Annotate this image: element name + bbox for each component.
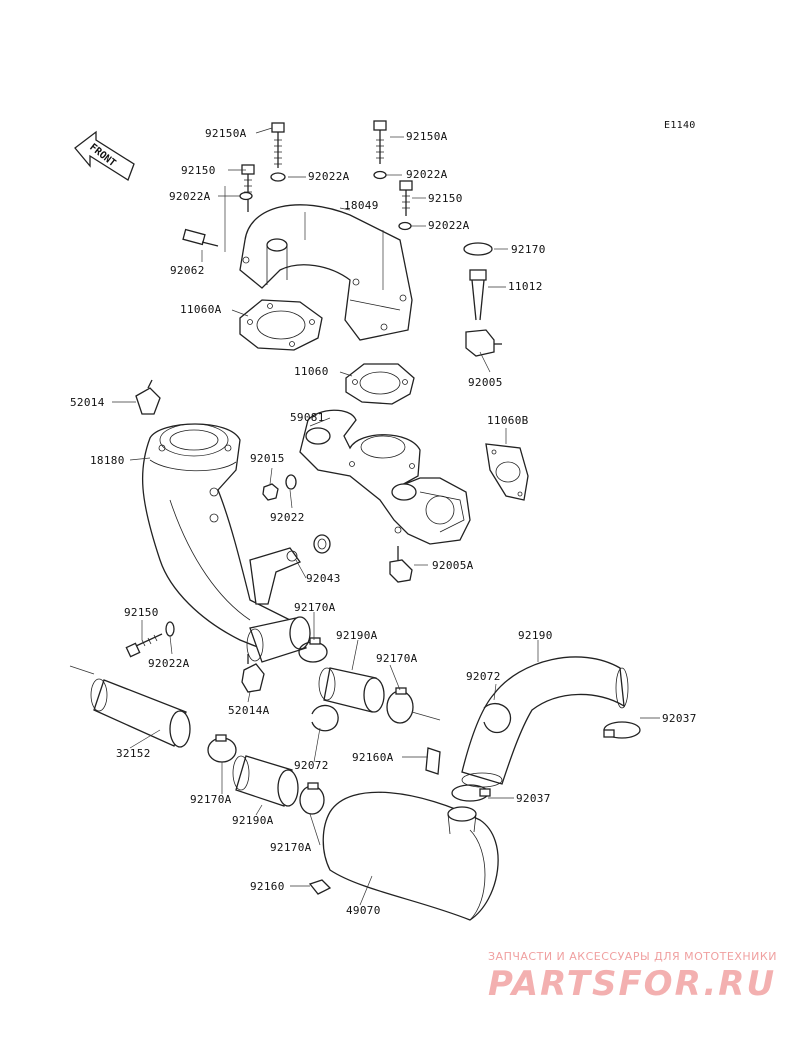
part-label-92150-right: 92150 xyxy=(428,192,463,205)
part-label-92022A-low: 92022A xyxy=(148,657,190,670)
washer-92022A-low xyxy=(165,621,175,637)
part-label-11012: 11012 xyxy=(508,280,543,293)
part-label-92170A-d: 92170A xyxy=(270,841,312,854)
part-label-92022A-c: 92022A xyxy=(169,190,211,203)
fitting-92005A xyxy=(389,546,413,583)
washer-92022A-a xyxy=(270,172,286,182)
gasket-11060A xyxy=(239,299,323,351)
part-label-49070: 49070 xyxy=(346,904,381,917)
stud-92062 xyxy=(182,228,219,247)
bolt-92150A-right xyxy=(373,120,387,164)
part-label-92022A-a: 92022A xyxy=(308,170,350,183)
clamp-92072-b xyxy=(483,703,512,734)
gasket-11060B xyxy=(485,443,529,501)
clamp-92170A-c xyxy=(207,734,237,763)
part-label-92037-b: 92037 xyxy=(516,792,551,805)
part-label-92022: 92022 xyxy=(270,511,305,524)
part-label-92190: 92190 xyxy=(518,629,553,642)
clamp-92170A-d xyxy=(299,782,325,815)
part-label-92160A: 92160A xyxy=(352,751,394,764)
pad-92160A xyxy=(425,747,441,775)
clamp-92072-a xyxy=(311,704,339,732)
part-label-92150-left: 92150 xyxy=(181,164,216,177)
part-label-59081: 59081 xyxy=(290,411,325,424)
watermark-logo: PARTSFOR.RU xyxy=(488,964,777,1004)
part-label-92022A-b: 92022A xyxy=(406,168,448,181)
hose-92190A-b xyxy=(232,755,299,807)
clamp-92170 xyxy=(463,242,493,256)
washer-92022A-d xyxy=(398,221,412,231)
pad-92160 xyxy=(308,879,332,895)
part-label-11060: 11060 xyxy=(294,365,329,378)
hose-92190A-a xyxy=(318,667,385,713)
part-label-92037-a: 92037 xyxy=(662,712,697,725)
part-label-52014A: 52014A xyxy=(228,704,270,717)
part-label-52014: 52014 xyxy=(70,396,105,409)
bolt-92150-right xyxy=(399,180,413,216)
fitting-92005 xyxy=(465,329,502,357)
part-label-92150A-top: 92150A xyxy=(205,127,247,140)
part-label-92170A-b: 92170A xyxy=(376,652,418,665)
exhaust-manifold-18049 xyxy=(239,204,413,341)
part-label-92072-a: 92072 xyxy=(466,670,501,683)
watermark-tagline: ЗАПЧАСТИ И АКСЕССУАРЫ ДЛЯ МОТОТЕХНИКИ xyxy=(488,950,777,963)
washer-92022A-c xyxy=(239,191,253,201)
part-label-92190A-b: 92190A xyxy=(232,814,274,827)
part-label-92170A-c: 92170A xyxy=(190,793,232,806)
part-label-18049: 18049 xyxy=(344,199,379,212)
cover-32152 xyxy=(90,678,191,748)
part-label-92150A-right: 92150A xyxy=(406,130,448,143)
part-label-92190A-a: 92190A xyxy=(336,629,378,642)
muffler-49070 xyxy=(322,791,499,921)
part-label-92043: 92043 xyxy=(306,572,341,585)
washer-92022A-b xyxy=(373,170,387,180)
outlet-pipe xyxy=(246,616,311,663)
nut-92015 xyxy=(262,483,279,501)
elbow-52014 xyxy=(135,379,161,415)
part-label-92170: 92170 xyxy=(511,243,546,256)
collar-92043 xyxy=(313,534,331,554)
part-label-92072-b: 92072 xyxy=(294,759,329,772)
bolt-92150-left xyxy=(241,164,255,212)
hose-11012 xyxy=(469,269,487,321)
part-label-18180: 18180 xyxy=(90,454,125,467)
diagram-code: E1140 xyxy=(664,120,696,131)
part-label-92022A-d: 92022A xyxy=(428,219,470,232)
bolt-92150A-top xyxy=(271,122,285,168)
front-arrow-icon xyxy=(74,130,135,181)
gasket-11060 xyxy=(345,363,415,405)
part-label-92005A: 92005A xyxy=(432,559,474,572)
washer-92022 xyxy=(285,474,297,490)
part-label-92005: 92005 xyxy=(468,376,503,389)
leader-lines xyxy=(69,127,660,906)
part-label-92062: 92062 xyxy=(170,264,205,277)
bolt-92150-low xyxy=(125,633,163,658)
clamp-92170A-a xyxy=(298,637,328,663)
part-label-11060A: 11060A xyxy=(180,303,222,316)
clamp-92170A-b xyxy=(386,687,414,724)
water-jacket-59081 xyxy=(299,409,471,545)
clamp-92037-b xyxy=(451,784,491,802)
part-label-92015: 92015 xyxy=(250,452,285,465)
part-label-92170A-a: 92170A xyxy=(294,601,336,614)
clamp-92037-a xyxy=(603,721,641,739)
elbow-52014A xyxy=(241,654,265,693)
part-label-92160: 92160 xyxy=(250,880,285,893)
part-label-92150-low: 92150 xyxy=(124,606,159,619)
part-label-32152: 32152 xyxy=(116,747,151,760)
part-label-11060B: 11060B xyxy=(487,414,529,427)
